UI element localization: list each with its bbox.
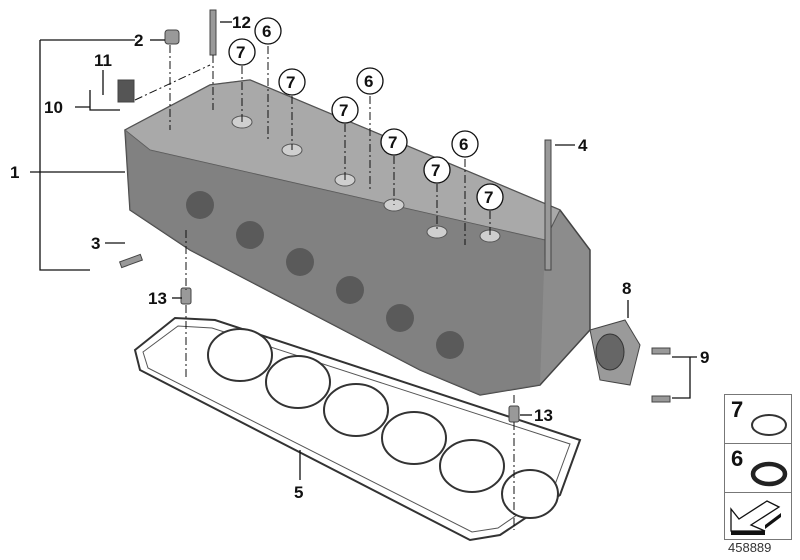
svg-text:7: 7 [286,73,295,92]
callout-9: 9 [700,348,709,367]
svg-text:7: 7 [236,43,245,62]
callout-13: 13 [534,406,553,425]
head-gasket[interactable] [133,316,582,542]
o-ring-thin-icon [751,414,787,436]
svg-text:7: 7 [339,101,348,120]
svg-text:6: 6 [364,72,373,91]
arrow-down-left-icon [730,500,781,535]
legend-item-arrow[interactable] [724,492,792,540]
callout-11: 11 [94,51,112,70]
callout-2: 2 [134,31,143,50]
callout-13: 13 [148,289,167,308]
legend-item-7[interactable]: 7 [724,394,792,444]
svg-text:6: 6 [459,135,468,154]
callout-5: 5 [294,483,303,502]
cylinder-head[interactable] [124,79,591,396]
legend-item-6[interactable]: 6 [724,443,792,493]
circled-callouts-7: 7 7 7 7 7 7 [228,38,504,211]
callout-8: 8 [622,279,631,298]
leader-lines [30,21,697,530]
callout-1: 1 [10,163,19,182]
svg-text:7: 7 [431,161,440,180]
o-ring-thick-icon [750,461,788,487]
bolts[interactable] [117,9,671,423]
svg-text:6: 6 [262,22,271,41]
circled-callouts-6: 6 6 6 [254,17,479,158]
callout-10: 10 [44,98,63,117]
diagram-id: 458889 [728,540,772,555]
callout-3: 3 [91,234,100,253]
thermostat-housing[interactable] [589,319,641,386]
svg-text:7: 7 [484,188,493,207]
callout-12: 12 [232,13,251,32]
svg-text:7: 7 [388,133,397,152]
callout-4: 4 [578,136,588,155]
